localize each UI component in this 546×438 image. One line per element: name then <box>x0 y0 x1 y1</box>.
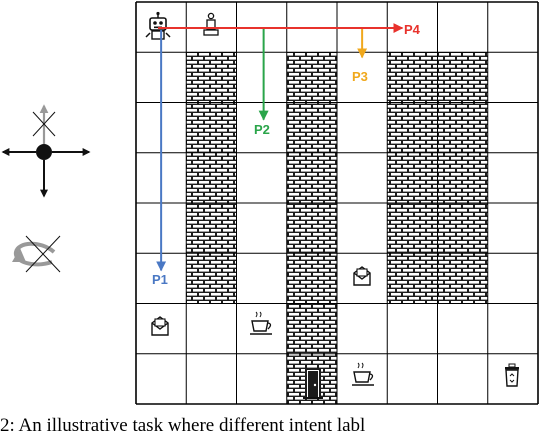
path-p4-label: P4 <box>404 22 421 37</box>
mail-icon <box>353 266 371 286</box>
path-p2-label: P2 <box>254 122 270 137</box>
coffee-icon <box>352 362 374 386</box>
wall-layer <box>186 52 488 404</box>
brick-wall <box>387 52 438 304</box>
robot-icon <box>145 11 171 40</box>
mail-icon <box>151 316 169 336</box>
brick-wall <box>186 52 237 304</box>
path-p3-label: P3 <box>352 69 368 84</box>
coffee-icon <box>250 311 272 335</box>
person-icon <box>203 12 219 36</box>
brick-wall <box>286 52 337 404</box>
path-p1-label: P1 <box>152 272 168 287</box>
brick-wall <box>437 52 488 304</box>
door-icon <box>303 368 323 399</box>
four-direction-arrows-icon <box>1 104 91 198</box>
rotate-crossed-icon <box>12 235 61 273</box>
trash-icon <box>505 363 519 387</box>
grid-lines <box>135 1 539 405</box>
figure-caption: 2: An illustrative task where different … <box>0 415 365 436</box>
